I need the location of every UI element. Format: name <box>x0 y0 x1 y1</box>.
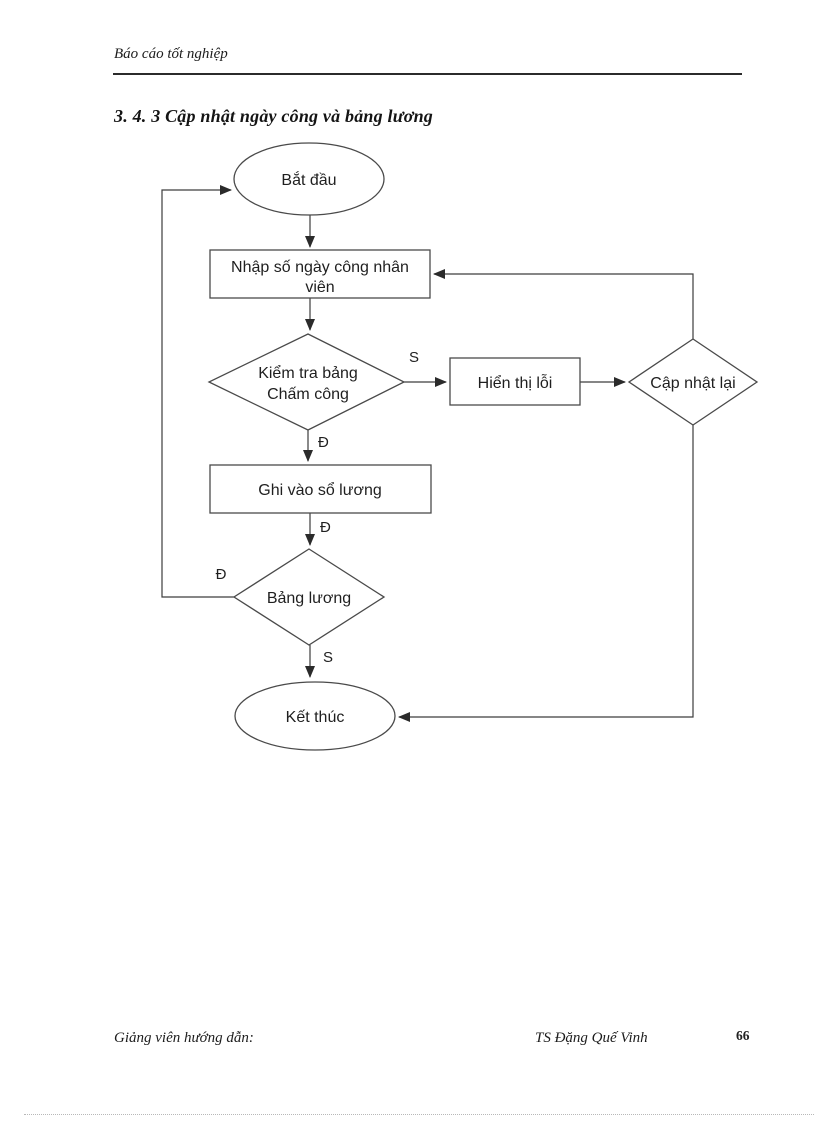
node-update-again: Cập nhật lại <box>627 338 759 426</box>
header-rule <box>113 73 742 75</box>
footer-advisor-label: Giảng viên hướng dẫn: <box>114 1030 254 1046</box>
node-salary-table: Bảng lương <box>232 548 386 646</box>
node-check-timesheet-line1: Kiểm tra bảng <box>258 364 358 382</box>
node-start: Bắt đầu <box>233 142 385 216</box>
write-salary-book-rect <box>209 464 432 514</box>
edge-label-check-s: S <box>409 349 419 366</box>
edge-label-salary-d: Đ <box>216 566 227 583</box>
node-salary-table-label: Bảng lương <box>267 590 351 607</box>
edge-salary-to-start-loop <box>161 185 234 598</box>
node-show-error: Hiển thị lỗi <box>449 357 581 406</box>
node-show-error-label: Hiển thị lỗi <box>478 373 553 392</box>
node-write-salary-book: Ghi vào sổ lương <box>209 464 432 514</box>
input-days-rect <box>209 249 431 299</box>
update-again-diamond <box>627 338 759 426</box>
edge-label-salary-s: S <box>323 649 333 666</box>
salary-table-diamond <box>232 548 386 646</box>
show-error-rect <box>449 357 581 406</box>
node-write-salary-book-label: Ghi vào sổ lương <box>258 481 381 499</box>
node-end: Kết thúc <box>234 681 396 751</box>
page-header-text: Báo cáo tốt nghiệp <box>114 46 228 62</box>
node-input-days-line1: Nhập số ngày công nhân <box>231 259 409 276</box>
check-timesheet-diamond <box>207 333 406 431</box>
footer-advisor-name: TS Đặng Quế Vinh <box>535 1030 648 1046</box>
edge-update-to-end-loop <box>398 425 694 722</box>
node-end-label: Kết thúc <box>286 709 345 726</box>
page-number: 66 <box>736 1028 750 1043</box>
node-start-label: Bắt đầu <box>281 170 336 189</box>
start-ellipse <box>233 142 385 216</box>
section-title: 3. 4. 3 Cập nhật ngày công và bảng lương <box>114 106 433 126</box>
edge-label-write-d: Đ <box>320 519 331 536</box>
node-input-days-line2: viên <box>305 279 334 296</box>
node-check-timesheet-line2: Chấm công <box>267 386 349 403</box>
node-check-timesheet: Kiểm tra bảng Chấm công <box>207 333 406 431</box>
end-ellipse <box>234 681 396 751</box>
edge-update-to-input-loop <box>433 269 694 339</box>
bottom-dotted-rule <box>24 1114 814 1115</box>
node-input-days: Nhập số ngày công nhân viên <box>209 249 431 299</box>
node-update-again-label: Cập nhật lại <box>650 375 735 392</box>
edge-label-check-d: Đ <box>318 434 329 451</box>
